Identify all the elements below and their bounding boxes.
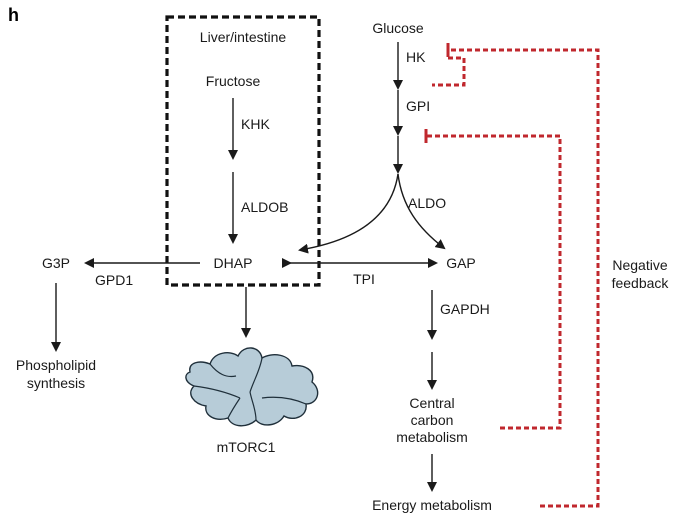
feedback-label-line1: Negative — [612, 257, 667, 273]
enzyme-gpi: GPI — [406, 98, 430, 114]
box-label: Liver/intestine — [200, 29, 287, 45]
liver-intestine-box — [165, 15, 321, 287]
node-central-line1: Central — [409, 395, 454, 411]
node-fructose: Fructose — [206, 73, 261, 89]
enzyme-hk: HK — [406, 49, 426, 65]
node-gap: GAP — [446, 255, 476, 271]
enzyme-tpi: TPI — [353, 271, 375, 287]
node-phospholipid-line2: synthesis — [27, 375, 85, 391]
enzyme-gapdh: GAPDH — [440, 301, 490, 317]
node-glucose: Glucose — [372, 20, 424, 36]
enzyme-aldo: ALDO — [408, 195, 446, 211]
arrow-aldo-to-dhap — [298, 173, 399, 254]
mtorc1-complex-icon — [185, 347, 319, 427]
arrow-aldo-to-gap — [397, 173, 446, 250]
enzyme-gpd1: GPD1 — [95, 272, 133, 288]
node-dhap: DHAP — [214, 255, 253, 271]
enzyme-aldob: ALDOB — [241, 199, 288, 215]
enzyme-khk: KHK — [241, 116, 270, 132]
node-phospholipid-line1: Phospholipid — [16, 357, 96, 373]
panel-label: h — [8, 5, 19, 25]
node-mtorc1: mTORC1 — [217, 439, 276, 455]
negative-feedback-lines — [424, 43, 600, 508]
node-central-line3: metabolism — [396, 429, 468, 445]
feedback-label-line2: feedback — [612, 275, 670, 291]
node-energy: Energy metabolism — [372, 497, 492, 513]
node-central-line2: carbon — [411, 412, 454, 428]
node-g3p: G3P — [42, 255, 70, 271]
